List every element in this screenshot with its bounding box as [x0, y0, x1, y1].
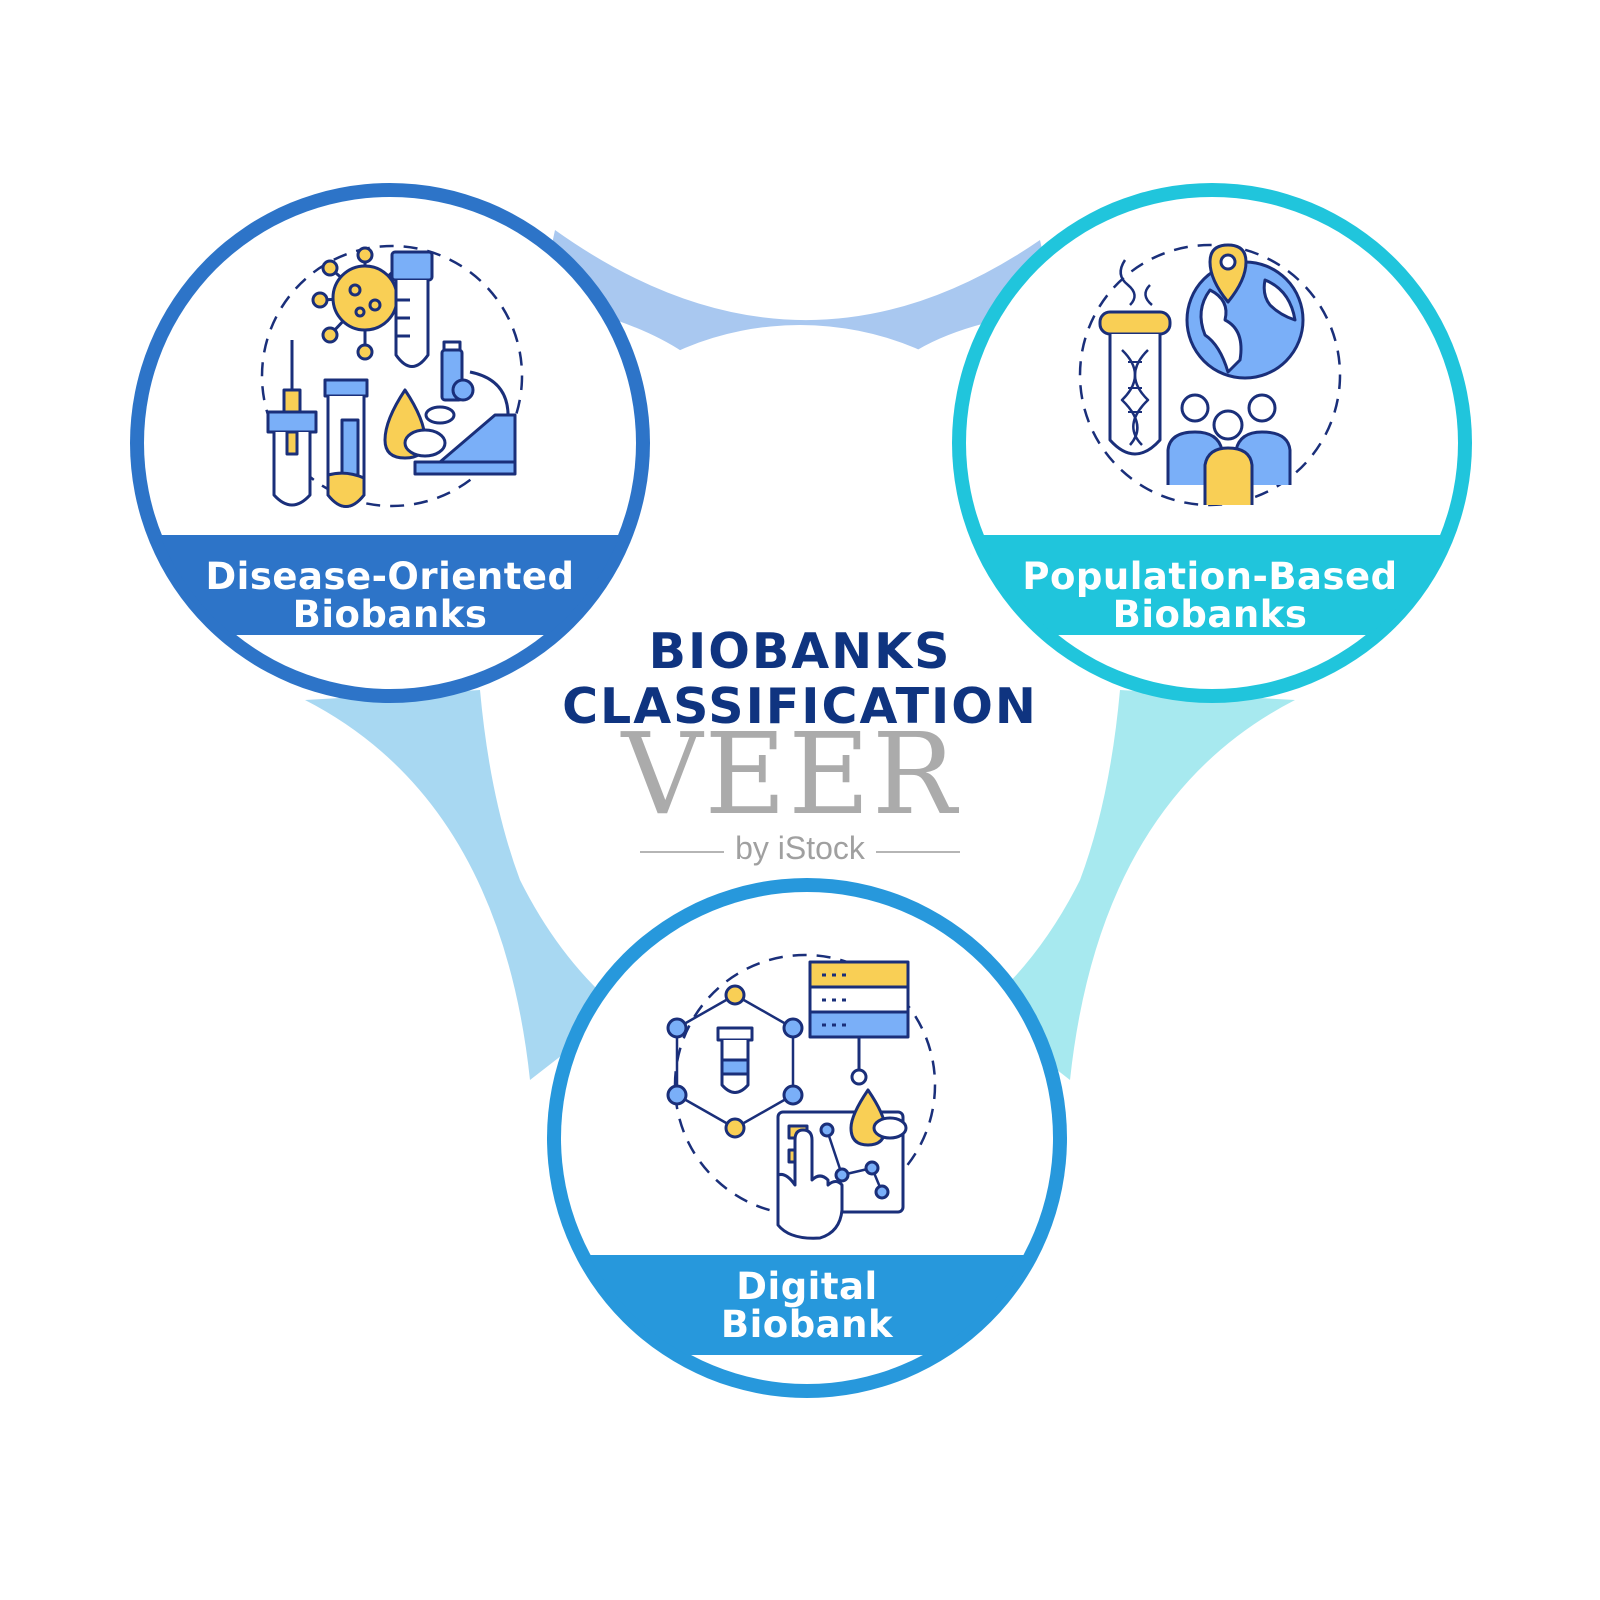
category-label-line: Disease-Oriented	[205, 555, 575, 598]
category-circle-digital	[547, 878, 1067, 1398]
watermark-sub: by iStock	[735, 830, 865, 866]
category-label-line: Biobanks	[292, 593, 488, 636]
category-label-line: Biobanks	[1112, 593, 1308, 636]
category-label-population: Population-Based Biobanks	[1010, 558, 1410, 634]
center-disc	[500, 325, 1100, 925]
category-label-disease: Disease-Oriented Biobanks	[190, 558, 590, 634]
category-label-digital: Digital Biobank	[607, 1268, 1007, 1344]
category-label-line: Population-Based	[1022, 555, 1398, 598]
category-circle-population	[952, 183, 1472, 703]
lab-research-icon	[260, 244, 524, 508]
diagram-title: BIOBANKS CLASSIFICATION	[500, 624, 1100, 734]
population-genetics-icon	[1078, 243, 1342, 507]
category-circle-disease	[130, 183, 650, 703]
title-line: BIOBANKS	[648, 623, 952, 680]
watermark-main: VEER	[621, 710, 959, 840]
category-label-line: Biobank	[720, 1303, 894, 1346]
category-label-line: Digital	[736, 1265, 878, 1308]
watermark-line-right	[876, 851, 960, 853]
digital-data-icon	[666, 953, 937, 1240]
title-line: CLASSIFICATION	[562, 678, 1038, 735]
watermark-line-left	[640, 851, 724, 853]
connector-right	[980, 690, 1295, 1080]
label-band-disease	[142, 535, 638, 635]
label-band-population	[964, 535, 1460, 635]
connector-left	[305, 690, 620, 1080]
